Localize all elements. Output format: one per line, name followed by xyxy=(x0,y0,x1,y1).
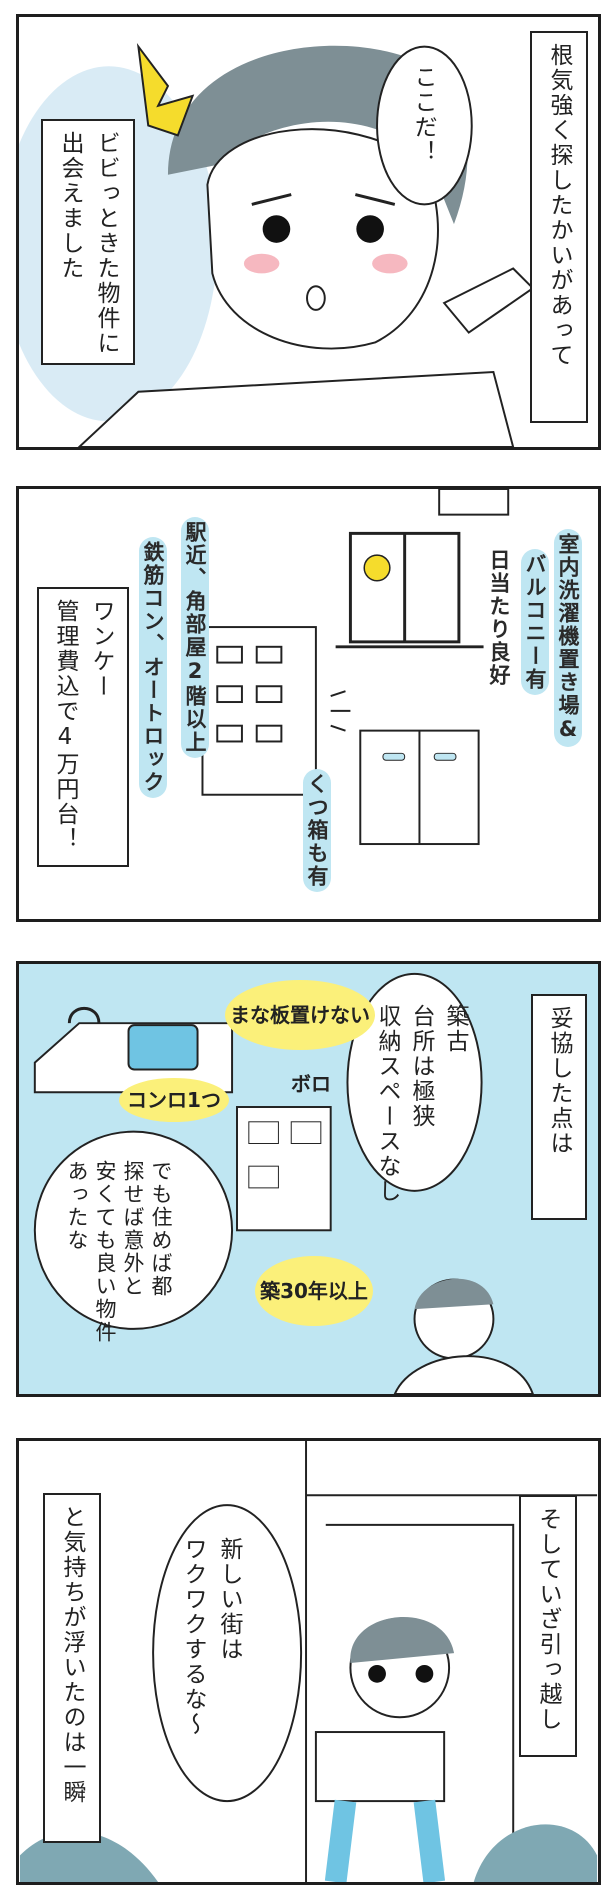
narration-line: 管理費込で4万円台！ xyxy=(52,599,78,852)
narration-line: ビビっときた物件に xyxy=(93,131,119,356)
narration-line: 根気強く探したかいがあって xyxy=(546,43,572,368)
panel4-illustration xyxy=(19,1441,598,1882)
narration-line: ワンケー xyxy=(88,599,114,699)
thought-line: あったな xyxy=(65,1160,89,1252)
thought-line: 探せば意外と xyxy=(121,1160,145,1298)
compromise-item: 台所は極狭 xyxy=(408,1004,434,1129)
speech-kokoda: ここだ！ xyxy=(410,65,436,165)
narration-box-left: ビビっときた物件に 出会えました xyxy=(41,119,135,365)
narration-box-top: 根気強く探したかいがあって xyxy=(530,31,588,423)
label-building-age: 築30年以上 xyxy=(255,1256,373,1326)
note-structure: 鉄筋コン、オートロック xyxy=(139,537,167,798)
label-boro: ボロ xyxy=(291,1072,331,1096)
thought-line: 安くても良い物件 xyxy=(93,1160,117,1344)
label-stove: コンロ1つ xyxy=(119,1078,229,1122)
note-shoebox: くつ箱も有 xyxy=(303,769,331,892)
comic-panel-1: ここだ！ 根気強く探したかいがあって ビビっときた物件に 出会えました xyxy=(16,14,601,450)
panel2-illustration xyxy=(201,489,510,846)
compromise-item: 収納スペースなし xyxy=(374,1004,400,1204)
thought-line: 新しい街は xyxy=(216,1537,242,1662)
narration-line: 出会えました xyxy=(57,131,83,281)
thought-line: でも住めば都 xyxy=(149,1160,173,1298)
comic-panel-3: まな板置けない コンロ1つ ボロ 築30年以上 築古 台所は極狭 収納スペースな… xyxy=(16,961,601,1397)
narration-box-right: そしていざ引っ越し xyxy=(519,1495,577,1757)
narration-line: そしていざ引っ越し xyxy=(535,1507,561,1732)
compromise-item: 築古 xyxy=(442,1004,468,1054)
note-balcony: バルコニー有 xyxy=(521,549,549,695)
note-sunlight: 日当たり良好 xyxy=(487,549,511,687)
thought-line: ワクワクするな〜 xyxy=(180,1537,206,1737)
comic-panel-2: 駅近、角部屋2階以上 鉄筋コン、オートロック 室内洗濯機置き場& バルコニー有 … xyxy=(16,486,601,922)
comic-panel-4: 新しい街は ワクワクするな〜 そしていざ引っ越し と気持ちが浮いたのは一瞬 xyxy=(16,1438,601,1885)
narration-box-left: と気持ちが浮いたのは一瞬 xyxy=(43,1493,101,1843)
narration-line: 妥協した点は xyxy=(546,1006,572,1156)
panel3-illustration xyxy=(33,972,534,1394)
narration-line: と気持ちが浮いたのは一瞬 xyxy=(59,1505,85,1805)
narration-box: ワンケー 管理費込で4万円台！ xyxy=(37,587,129,867)
note-laundry: 室内洗濯機置き場& xyxy=(554,529,582,747)
note-station: 駅近、角部屋2階以上 xyxy=(181,517,209,758)
label-cutting-board: まな板置けない xyxy=(225,980,375,1050)
narration-box: 妥協した点は xyxy=(531,994,587,1220)
